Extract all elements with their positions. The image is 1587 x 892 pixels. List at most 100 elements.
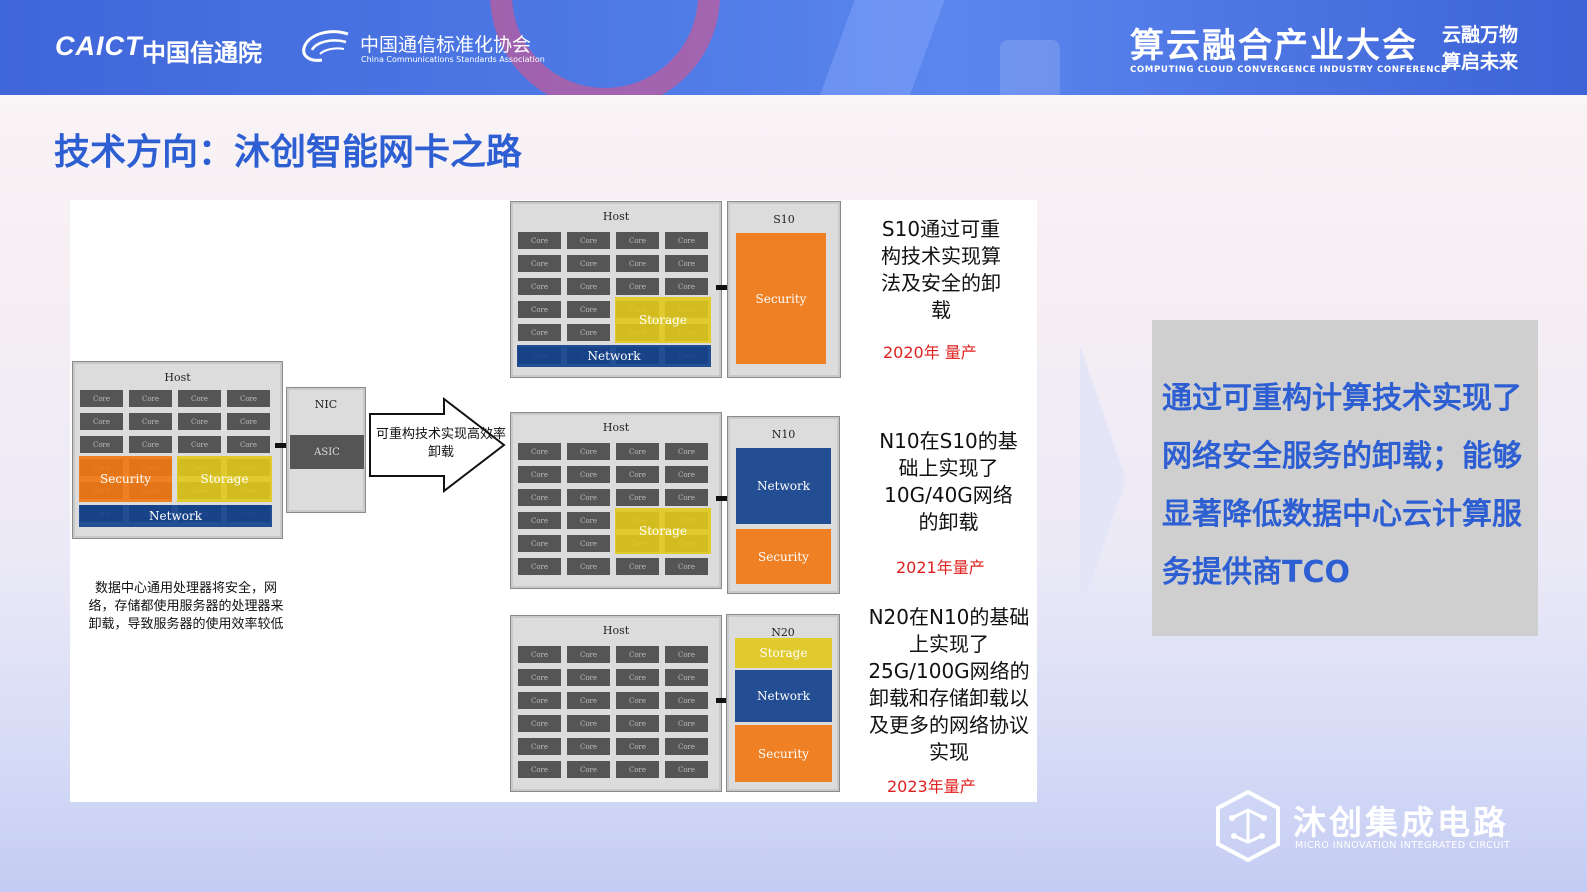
network-label: Network (149, 509, 202, 523)
security-label: Security (758, 549, 809, 564)
core-cell: Core (80, 436, 123, 453)
core-cell: Core (518, 646, 561, 663)
security-label: Security (755, 291, 807, 306)
storage-label: Storage (639, 524, 687, 538)
core-cell: Core (567, 512, 610, 529)
core-cell: Core (518, 715, 561, 732)
core-cell: Core (616, 761, 659, 778)
core-cell: Core (567, 443, 610, 460)
core-cell: Core (567, 761, 610, 778)
core-cell: Core (567, 324, 610, 341)
summary-box: 通过可重构计算技术实现了网络安全服务的卸载；能够显著降低数据中心云计算服务提供商… (1152, 320, 1538, 636)
core-cell: Core (567, 692, 610, 709)
arrow-caption: 可重构技术实现高效率卸载 (376, 427, 507, 460)
n10-card-box: N10 Network Security (727, 416, 840, 594)
circuit-logo-icon (1216, 789, 1280, 863)
n20-label: N20 (771, 626, 795, 639)
storage-overlay: Storage (735, 638, 832, 668)
n10-label: N10 (771, 428, 796, 441)
n10-link (716, 496, 732, 501)
core-cell: Core (567, 466, 610, 483)
core-cell: Core (518, 761, 561, 778)
network-label: Network (757, 479, 810, 493)
core-cell: Core (665, 761, 708, 778)
offload-arrow-icon (369, 397, 506, 493)
nic-label: NIC (314, 398, 338, 411)
core-cell: Core (518, 255, 561, 272)
network-overlay: Network (517, 345, 711, 367)
core-cell: Core (616, 255, 659, 272)
core-cell: Core (567, 301, 610, 318)
s10-description: S10通过可重构技术实现算法及安全的卸载 (881, 217, 1001, 322)
core-cell: Core (567, 738, 610, 755)
core-cell: Core (129, 390, 172, 407)
decorative-shape (818, 0, 952, 95)
core-cell: Core (616, 443, 659, 460)
storage-overlay: Storage (615, 508, 711, 554)
core-cell: Core (665, 255, 708, 272)
security-overlay: Security (79, 456, 172, 502)
core-cell: Core (518, 558, 561, 575)
storage-label: Storage (200, 472, 249, 486)
decorative-shape (1000, 40, 1060, 95)
host-nic-link (275, 443, 291, 448)
core-cell: Core (227, 436, 270, 453)
caict-name: 中国信通院 (142, 39, 262, 67)
n20-card-box: N20 Storage Network Security (726, 614, 840, 792)
n10-year: 2021年量产 (896, 558, 985, 577)
core-cell: Core (665, 692, 708, 709)
header-banner: CAICT 中国信通院 中国通信标准化协会 China Communicatio… (0, 0, 1587, 95)
footer-brand: 沐创集成电路 (1293, 803, 1509, 842)
security-overlay: Security (736, 529, 831, 584)
core-cell: Core (518, 512, 561, 529)
core-cell: Core (227, 390, 270, 407)
security-overlay: Security (735, 725, 832, 782)
core-cell: Core (178, 413, 221, 430)
core-cell: Core (518, 669, 561, 686)
conference-title-en: COMPUTING CLOUD CONVERGENCE INDUSTRY CON… (1130, 65, 1448, 75)
core-cell: Core (227, 413, 270, 430)
network-overlay: Network (735, 670, 832, 722)
security-label: Security (100, 472, 151, 486)
conference-title: 算云融合产业大会 (1130, 26, 1418, 66)
core-cell: Core (518, 489, 561, 506)
core-cell: Core (518, 324, 561, 341)
core-cell: Core (665, 646, 708, 663)
core-cell: Core (665, 466, 708, 483)
core-cell: Core (616, 738, 659, 755)
ccsa-name-en: China Communications Standards Associati… (361, 55, 545, 64)
core-cell: Core (616, 232, 659, 249)
core-cell: Core (616, 646, 659, 663)
storage-label: Storage (759, 646, 808, 660)
core-cell: Core (616, 692, 659, 709)
host-label: Host (602, 421, 630, 434)
core-cell: Core (665, 443, 708, 460)
ccsa-name: 中国通信标准化协会 (360, 34, 532, 56)
core-cell: Core (518, 692, 561, 709)
core-cell: Core (178, 390, 221, 407)
core-cell: Core (567, 489, 610, 506)
legacy-nic-box: NIC ASIC (286, 387, 366, 513)
core-cell: Core (665, 232, 708, 249)
ccsa-logo-icon (302, 30, 349, 62)
host-label: Host (602, 624, 630, 637)
s10-label: S10 (773, 213, 795, 226)
core-cell: Core (567, 715, 610, 732)
host-label: Host (602, 210, 630, 223)
security-label: Security (758, 746, 809, 761)
core-cell: Core (567, 232, 610, 249)
core-cell: Core (518, 535, 561, 552)
core-cell: Core (518, 738, 561, 755)
core-cell: Core (665, 489, 708, 506)
core-cell: Core (665, 558, 708, 575)
network-label: Network (757, 689, 810, 703)
core-cell: Core (567, 255, 610, 272)
page-title: 技术方向：沐创智能网卡之路 (54, 132, 523, 173)
summary-text: 通过可重构计算技术实现了网络安全服务的卸载；能够显著降低数据中心云计算服务提供商… (1162, 381, 1522, 590)
core-cell: Core (665, 278, 708, 295)
slogan-line-2: 算启未来 (1442, 51, 1519, 73)
core-cell: Core (518, 278, 561, 295)
